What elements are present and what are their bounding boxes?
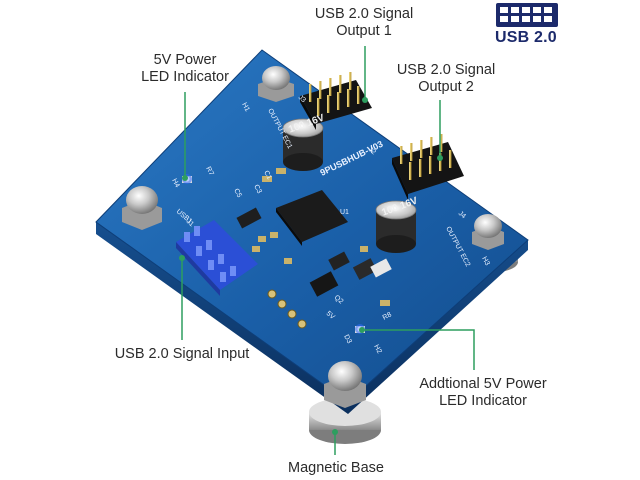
silk-j3: J3 <box>297 94 307 104</box>
standoff-nut-top <box>258 66 294 102</box>
silk-j4: J4 <box>457 210 467 220</box>
callout-magnetic-base: Magnetic Base <box>288 460 384 476</box>
output-header-2 <box>392 134 464 200</box>
silk-j1: J1 <box>185 218 195 228</box>
leader-output2-dot <box>437 155 443 161</box>
leader-power-led-dot <box>182 175 188 181</box>
silk-r8: R8 <box>382 311 393 321</box>
leader-extra-led-dot <box>359 327 365 333</box>
leader-input-dot <box>179 255 185 261</box>
silk-h2: H2 <box>372 344 382 355</box>
callout-signal-input: USB 2.0 Signal Input <box>114 346 250 362</box>
silk-r7: R7 <box>204 166 214 177</box>
usb-hub-chip <box>276 190 348 246</box>
standoff-nut-left <box>122 186 162 230</box>
silk-j2: J2 <box>367 146 377 156</box>
callout-output-1-line2: Output 1 <box>336 23 392 39</box>
callout-output-2-line1: USB 2.0 Signal <box>396 62 496 78</box>
silk-c5: C5 <box>232 188 242 199</box>
callout-extra-power-led-line2: LED Indicator <box>439 393 527 409</box>
usb-port-grid-icon <box>496 3 558 27</box>
usb-2-logo: USB 2.0 <box>495 2 559 47</box>
standoff-nut-bottom <box>324 361 366 408</box>
callout-output-1-line1: USB 2.0 Signal <box>314 6 414 22</box>
callout-extra-power-led: Addtional 5V Power LED Indicator <box>398 376 568 410</box>
silk-q2: Q2 <box>333 294 345 305</box>
magnet-base-bottom <box>309 398 381 444</box>
silk-h1: H1 <box>240 102 250 113</box>
silk-h4: H4 <box>170 178 180 189</box>
solder-holes <box>267 289 307 329</box>
standoff-nut-right <box>472 214 504 250</box>
callout-power-led-line2: LED Indicator <box>141 69 229 85</box>
callout-output-2: USB 2.0 Signal Output 2 <box>382 62 510 96</box>
silk-d3: D3 <box>342 334 352 345</box>
capacitor-2 <box>375 200 417 253</box>
silk-c3: C3 <box>252 184 262 195</box>
usb-logo-text: USB 2.0 <box>495 29 557 46</box>
callout-power-led: 5V Power LED Indicator <box>124 52 246 86</box>
silk-u1: U1 <box>340 209 349 216</box>
silk-5v: 5V <box>325 310 336 321</box>
callout-power-led-line1: 5V Power <box>153 52 217 68</box>
leader-extra-led <box>362 329 475 370</box>
input-header <box>176 220 258 296</box>
callout-output-2-line2: Output 2 <box>418 79 474 95</box>
callout-extra-power-led-line1: Addtional 5V Power <box>419 376 547 392</box>
leader-magnetic-base-dot <box>332 429 338 435</box>
silk-c1: C1 <box>262 170 272 181</box>
silk-h3: H3 <box>480 256 490 267</box>
output-header-1 <box>300 72 372 130</box>
callout-output-1: USB 2.0 Signal Output 1 <box>300 6 428 40</box>
smd-components <box>236 168 392 306</box>
leader-output1-dot <box>362 97 368 103</box>
